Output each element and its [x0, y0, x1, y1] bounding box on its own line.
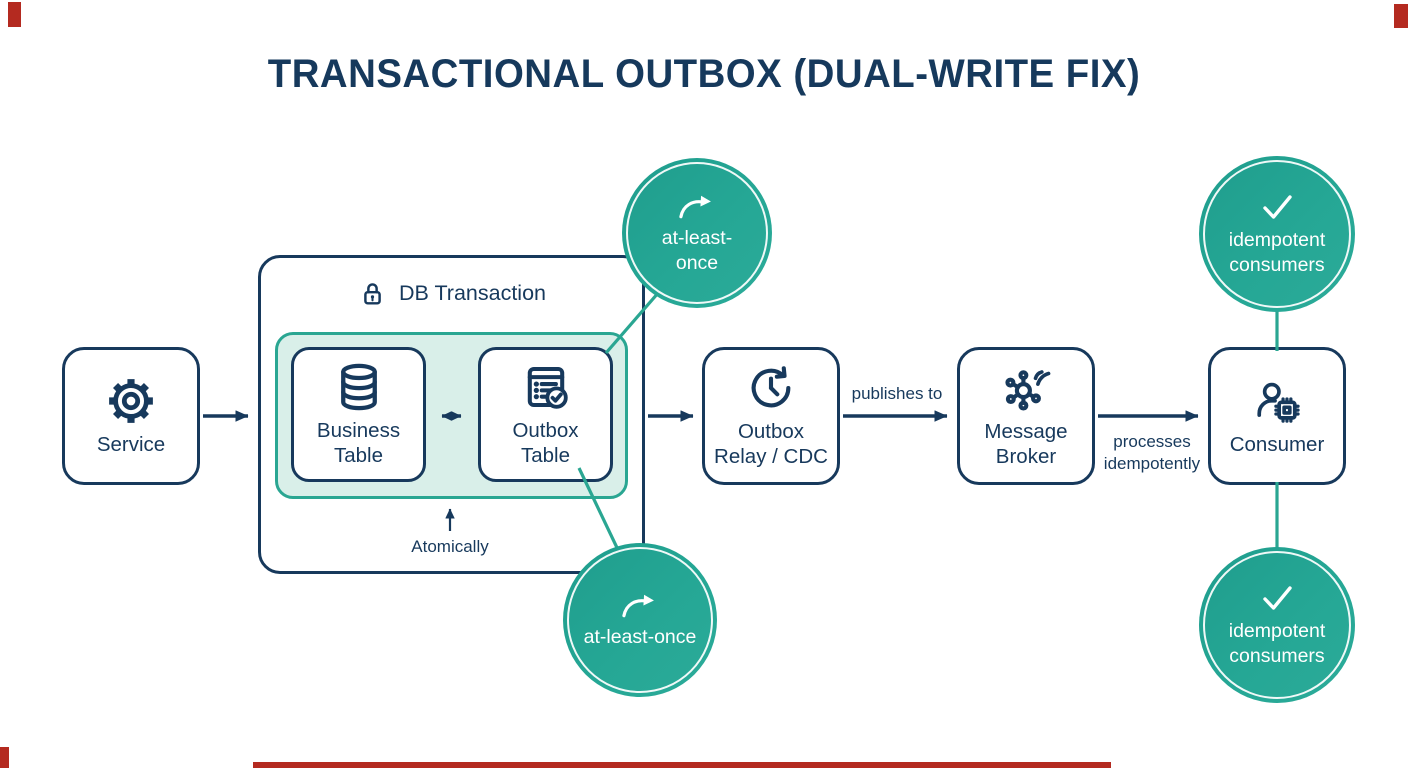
idempotent-consumers-badge-top: idempotent consumers: [1199, 156, 1355, 312]
atomically-label: Atomically: [411, 537, 489, 556]
idempotent-consumers-badge-bottom: idempotent consumers: [1199, 547, 1355, 703]
outbox-table-node: Outbox Table: [478, 347, 613, 482]
lock-icon: [357, 278, 388, 309]
circle-inner-ring: [626, 162, 768, 304]
publishes-to-label: publishes to: [851, 384, 943, 403]
red-mark-top-right: [1394, 4, 1408, 28]
outbox-relay-node: Outbox Relay / CDC: [702, 347, 840, 485]
gear-icon: [105, 375, 157, 427]
red-mark-bottom-left: [0, 747, 9, 768]
db-transaction-header: DB Transaction: [261, 278, 642, 309]
db-transaction-label: DB Transaction: [399, 281, 546, 305]
red-mark-bottom-bar: [253, 762, 1111, 768]
page-title: TRANSACTIONAL OUTBOX (DUAL-WRITE FIX): [267, 52, 1141, 96]
circle-inner-ring: [1203, 551, 1351, 699]
business-table-label: Business Table: [316, 419, 401, 467]
consumer-label: Consumer: [1229, 432, 1325, 456]
outbox-table-label: Outbox Table: [512, 419, 579, 467]
message-broker-node: Message Broker: [957, 347, 1095, 485]
business-table-node: Business Table: [291, 347, 426, 482]
message-broker-label: Message Broker: [984, 420, 1068, 468]
clock-refresh-icon: [745, 362, 797, 414]
service-node: Service: [62, 347, 200, 485]
service-label: Service: [96, 432, 166, 456]
network-hub-broadcast-icon: [1000, 362, 1052, 414]
circle-inner-ring: [567, 547, 713, 693]
at-least-once-badge-top: at-least- once: [622, 158, 772, 308]
red-mark-top-left: [8, 2, 21, 27]
database-icon: [332, 360, 386, 414]
processes-idempotently-label: processes idempotently: [1103, 432, 1201, 473]
atomic-tables-container: Business Table Outbox Table: [275, 332, 628, 499]
person-chip-icon: [1251, 375, 1303, 427]
circle-inner-ring: [1203, 160, 1351, 308]
outbox-relay-label: Outbox Relay / CDC: [714, 420, 828, 468]
outbox-list-check-icon: [519, 360, 573, 414]
consumer-node: Consumer: [1208, 347, 1346, 485]
at-least-once-badge-bottom: at-least-once: [563, 543, 717, 697]
db-transaction-container: DB Transaction Business Table: [258, 255, 645, 574]
